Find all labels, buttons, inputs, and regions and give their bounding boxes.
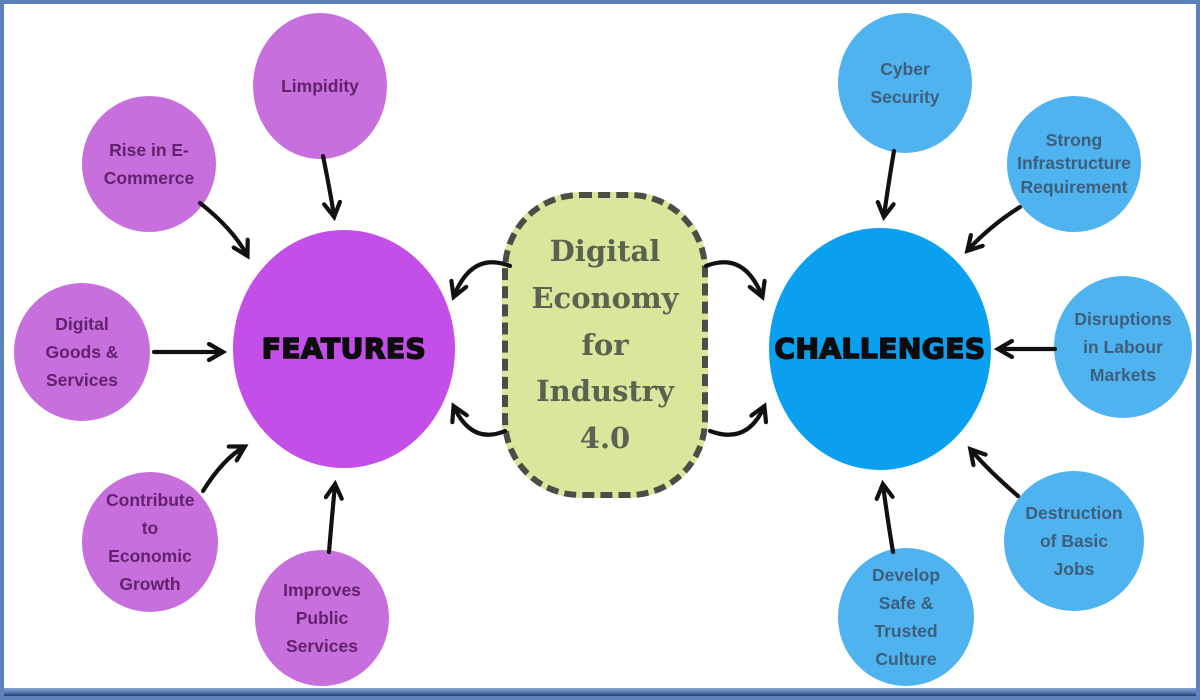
satellite-limpidity: Limpidity bbox=[253, 13, 387, 159]
arrow-improves-services-to-features bbox=[329, 485, 335, 555]
arrow-contribute-growth-to-features bbox=[200, 447, 244, 494]
challenges-node-label: CHALLENGES bbox=[774, 332, 986, 365]
satellite-destruction-of-basic-jobs-label: Destruction of Basic Jobs bbox=[1025, 503, 1123, 579]
arrow-cyber-security-to-challenges bbox=[884, 148, 897, 216]
satellite-develop-safe-trusted-culture: Develop Safe & Trusted Culture bbox=[838, 548, 974, 686]
satellite-cyber-security: Cyber Security bbox=[838, 13, 972, 153]
satellite-cyber-security-label: Cyber Security bbox=[870, 59, 940, 107]
satellite-disruptions-in-labour-markets-label: Disruptions in Labour Markets bbox=[1074, 309, 1172, 385]
arrow-destruction-jobs-to-challenges bbox=[971, 450, 1021, 499]
satellite-strong-infrastructure-requirement-label: Strong Infrastructure Requirement bbox=[1017, 129, 1131, 197]
arrow-center-to-challenges-lower bbox=[707, 407, 764, 437]
satellite-contribute-to-economic-growth: Contribute to Economic Growth bbox=[82, 472, 218, 612]
satellite-limpidity-label: Limpidity bbox=[281, 76, 359, 96]
arrow-center-to-features-lower bbox=[454, 407, 508, 437]
satellite-rise-in-e-commerce-label: Rise in E-Commerce bbox=[103, 140, 195, 188]
arrow-develop-culture-to-challenges bbox=[883, 485, 896, 555]
arrow-center-to-challenges-upper bbox=[703, 260, 762, 296]
features-node: FEATURES bbox=[233, 230, 455, 468]
arrow-limpidity-to-features bbox=[320, 153, 334, 216]
satellite-disruptions-in-labour-markets: Disruptions in Labour Markets bbox=[1054, 276, 1192, 418]
arrow-rise-e-commerce-to-features bbox=[197, 200, 247, 255]
satellite-digital-goods-services-label: Digital Goods & Services bbox=[45, 314, 119, 390]
satellite-strong-infrastructure-requirement: Strong Infrastructure Requirement bbox=[1007, 96, 1141, 232]
satellite-destruction-of-basic-jobs: Destruction of Basic Jobs bbox=[1004, 471, 1144, 611]
satellite-digital-goods-services: Digital Goods & Services bbox=[14, 283, 150, 421]
frame-bottom-band bbox=[4, 688, 1196, 696]
satellite-develop-safe-trusted-culture-label: Develop Safe & Trusted Culture bbox=[871, 565, 941, 669]
center-node: Digital Economy for Industry 4.0 bbox=[502, 192, 708, 498]
satellite-improves-public-services-label: Improves Public Services bbox=[283, 580, 361, 656]
satellite-contribute-to-economic-growth-label: Contribute to Economic Growth bbox=[106, 490, 195, 594]
satellite-rise-in-e-commerce: Rise in E-Commerce bbox=[82, 96, 216, 232]
challenges-node: CHALLENGES bbox=[769, 228, 991, 470]
center-node-label: Digital Economy for Industry 4.0 bbox=[531, 233, 679, 456]
features-node-label: FEATURES bbox=[261, 332, 427, 365]
arrow-strong-infrastructure-to-challenges bbox=[968, 204, 1023, 250]
satellite-improves-public-services: Improves Public Services bbox=[255, 550, 389, 686]
